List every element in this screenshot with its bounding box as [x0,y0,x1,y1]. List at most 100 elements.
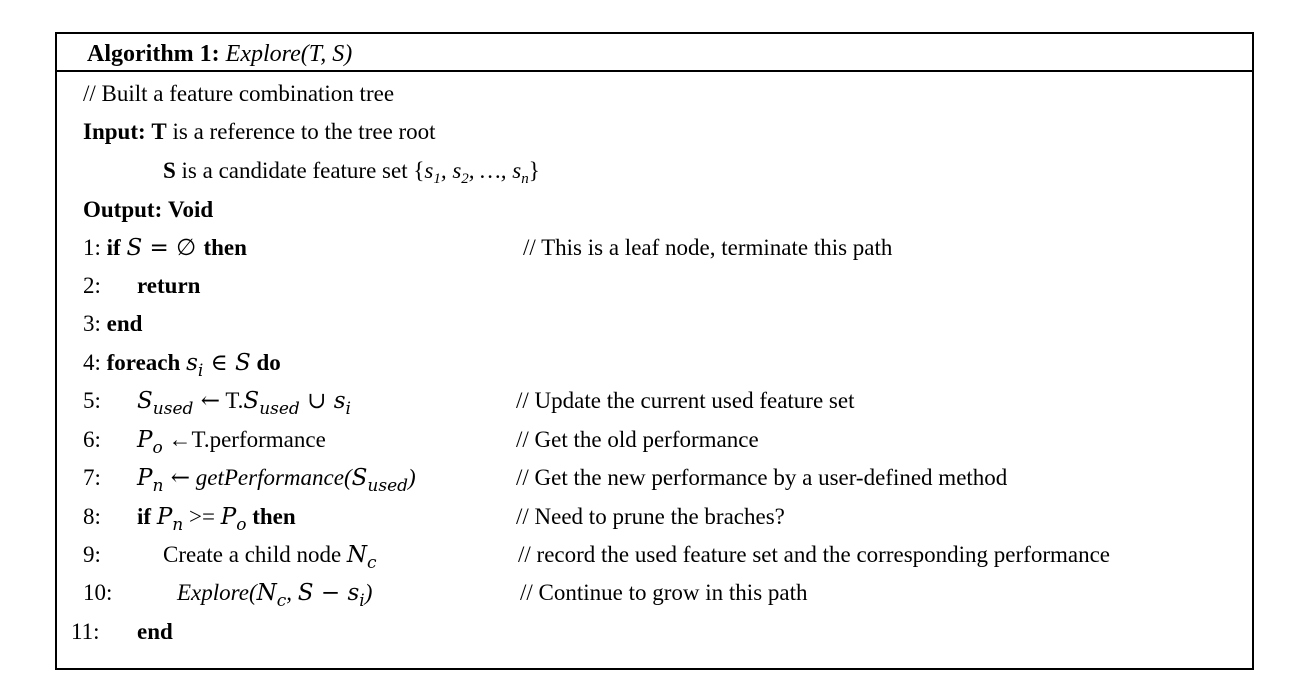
set-elem-sub2: 2 [461,171,469,187]
math-assign-2: ← [163,465,191,491]
math-S-2: S [234,350,251,376]
step-4: 4: foreach si ∈ S do [83,349,281,381]
step-9-expr: Create a child node Nc [163,541,377,573]
kw-if: if [106,235,121,260]
output-value: Void [168,197,214,222]
math-P: P [137,427,153,453]
kw-foreach: foreach [106,350,181,375]
math-N-2: N [256,580,277,606]
math-sub-used: used [152,399,194,419]
math-comma: , [286,580,298,605]
input-label: Input: [83,119,146,144]
kw-then-2: then [252,504,296,529]
math-s-3: s [347,580,360,606]
math-in: ∈ [203,350,235,376]
math-s-2: s [333,388,346,414]
step-3: 3: end [83,310,142,338]
math-ge: >= [183,504,221,529]
math-close-paren: ) [408,465,416,490]
math-S-used: S [137,388,153,414]
math-S-used-3: S [351,465,368,491]
math-sub-n: n [152,476,164,496]
kw-then: then [203,235,247,260]
step-7-comment: // Get the new performance by a user-def… [516,465,1008,490]
step-1-comment: // This is a leaf node, terminate this p… [523,235,893,260]
input-line-s: S is a candidate feature set {s1, s2, …,… [163,157,540,188]
step-8-comment: // Need to prune the braches? [516,504,785,529]
input-line-t: Input: T is a reference to the tree root [83,118,436,146]
step-5-num: 5: [83,388,101,413]
input-t-var: T [151,119,167,144]
create-child-text: Create a child node [163,542,347,567]
step-9: 9: [83,541,101,569]
kw-end-1: end [106,311,143,336]
step-6: 6: [83,426,101,454]
step-4-num: 4: [83,350,101,375]
math-sub-used-2: used [259,399,300,419]
kw-end-2: end [137,619,173,644]
step-7-expr: Pn ← getPerformance(Sused) [137,464,416,496]
output-line: Output: Void [83,196,213,224]
set-elem-sn: , …, s [468,158,522,183]
kw-do: do [256,350,281,375]
math-sub-i-3: i [359,591,365,611]
step-8: 8: [83,503,101,531]
set-elem-sub1: 1 [433,171,441,187]
math-sub-c: c [367,553,377,573]
math-sub-n-2: n [172,515,184,535]
math-P-2: P [137,465,153,491]
math-union: ∪ [299,388,334,414]
step-9-num: 9: [83,542,101,567]
math-S-3: S [297,580,314,606]
step-1-num: 1: [83,235,101,260]
math-explore-open: Explore( [177,580,257,605]
set-elem-s2: , s [440,158,462,183]
step-5-expr: Sused ← T.Sused ∪ si [137,387,351,419]
algorithm-label: Algorithm 1: [87,41,220,67]
input-s-desc: is a candidate feature set { [181,158,425,183]
step-10: 10: [83,579,112,607]
kw-if-2: if [137,504,152,529]
math-P-4: P [220,504,237,530]
input-s-var: S [163,158,176,183]
algorithm-title: Algorithm 1: Explore(T, S) [87,40,352,68]
math-sub-c-2: c [276,591,287,611]
set-elem-s1: s [424,158,434,183]
math-s: s [186,350,198,376]
math-T-dot: T. [225,388,244,413]
step-10-expr: Explore(Nc, S − si) [177,579,372,611]
step-8-expr: if Pn >= Po then [137,503,296,535]
math-sub-i: i [197,361,204,381]
step-3-num: 3: [83,311,101,336]
math-sub-o-2: o [236,515,247,535]
step-11: 11: [71,618,100,646]
math-sub-i-2: i [345,399,351,419]
algorithm-name: Explore(T, S) [225,41,353,67]
math-sub-used-3: used [367,476,409,496]
step-2-num: 2: [83,273,101,298]
step-5: 5: [83,387,101,415]
math-assign: ← [193,388,220,414]
math-t-perf: ←T.performance [168,427,326,452]
header-comment: // Built a feature combination tree [83,81,395,106]
math-S: S [126,235,143,261]
kw-return: return [137,273,201,298]
math-eq-empty: = ∅ [142,235,204,261]
input-t-desc: is a reference to the tree root [172,119,436,144]
step-6-comment: // Get the old performance [516,427,759,452]
math-minus: − [313,580,348,606]
math-sub-o: o [152,438,163,458]
step-6-num: 6: [83,427,101,452]
output-label: Output: [83,197,163,222]
math-get-perf: getPerformance( [195,465,352,490]
set-close-brace: } [528,158,540,183]
step-9-comment: // record the used feature set and the c… [518,542,1110,567]
step-5-comment: // Update the current used feature set [516,388,855,413]
step-2: 2: [83,272,101,300]
step-10-num: 10: [83,580,113,605]
step-10-comment: // Continue to grow in this path [520,580,808,605]
algorithm-header: Algorithm 1: Explore(T, S) [57,34,1252,72]
step-7-num: 7: [83,465,101,490]
step-7: 7: [83,464,101,492]
math-S-used-2: S [243,388,260,414]
